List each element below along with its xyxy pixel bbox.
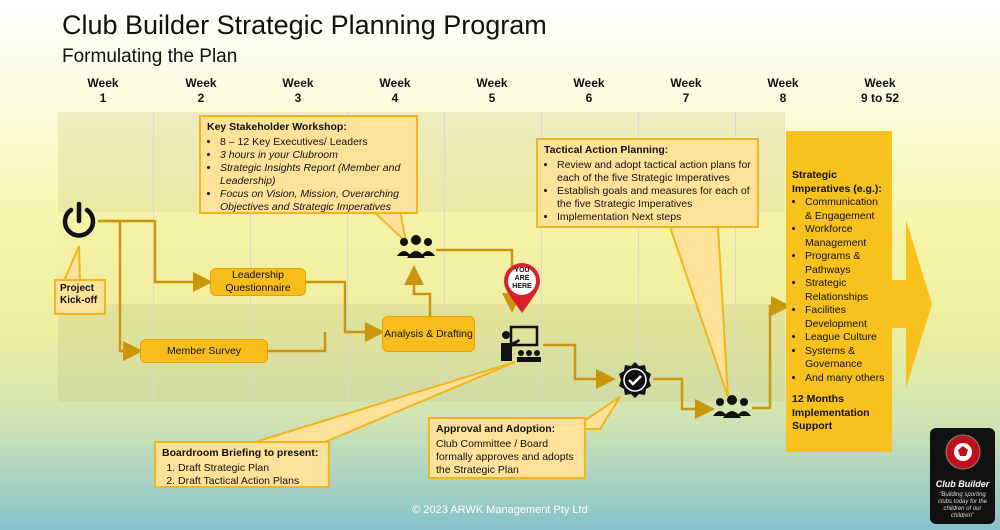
location-pin-icon: [504, 263, 540, 313]
connector-kickoff-leadership: [98, 219, 213, 292]
imperatives-title: Strategic Imperatives (e.g.):: [792, 169, 882, 195]
connector-workshop-presenter: [436, 248, 522, 313]
connector-team-imperatives: [752, 296, 791, 410]
page-subtitle: Formulating the Plan: [62, 46, 238, 67]
connector-kickoff-survey: [98, 219, 143, 361]
week-label: Week: [573, 76, 605, 90]
week-label: Week: [767, 76, 799, 90]
workshop-item: Focus on Vision, Mission, Overarching Ob…: [220, 188, 410, 214]
you-are-here-label: YOU ARE HERE: [510, 267, 534, 291]
kickoff-line2: Kick-off: [60, 295, 98, 306]
week-number: 6: [585, 91, 593, 105]
week-label: Week: [476, 76, 508, 90]
week-number: 8: [779, 91, 787, 105]
connector-leadership-analysis: [306, 280, 385, 342]
tactical-pointer: [668, 226, 729, 398]
club-builder-logo: Club Builder "Building sporting clubs to…: [930, 428, 995, 524]
week-number: 1: [99, 91, 107, 105]
week-number: 9 to 52: [860, 91, 899, 105]
analysis-drafting-step: Analysis & Drafting: [382, 316, 475, 352]
tactical-item: Review and adopt tactical action plans f…: [557, 159, 751, 185]
connector-presenter-approval: [543, 343, 616, 389]
imperative-item: Workforce Management: [805, 223, 886, 250]
tactical-item: Establish goals and measures for each of…: [557, 185, 751, 211]
week-number: 2: [197, 91, 205, 105]
week-divider: [250, 112, 251, 402]
week-divider: [735, 112, 736, 402]
implementation-support: 12 Months Implementation Support: [792, 393, 870, 432]
week-number: 4: [391, 91, 399, 105]
week-label: Week: [379, 76, 411, 90]
tactical-callout: Tactical Action Planning: Review and ado…: [536, 138, 759, 228]
logo-brand: Club Builder: [935, 479, 990, 489]
week-label: Week: [282, 76, 314, 90]
marker-line2: ARE: [514, 275, 530, 282]
kickoff-pointer: [62, 245, 82, 282]
approval-callout: Approval and Adoption: Club Committee / …: [428, 417, 586, 479]
imperative-item: Communication & Engagement: [805, 196, 886, 223]
logo-tagline: "Building sporting clubs today for the c…: [937, 492, 988, 519]
approval-text: Club Committee / Board formally approves…: [436, 438, 574, 476]
week-divider: [444, 112, 445, 402]
tactical-title: Tactical Action Planning:: [544, 144, 669, 156]
week-label: Week: [87, 76, 119, 90]
arrow-right-icon: [880, 220, 932, 388]
marker-line1: YOU: [514, 267, 530, 274]
strategic-imperatives-panel: Strategic Imperatives (e.g.): Communicat…: [786, 131, 892, 452]
marker-line3: HERE: [512, 283, 532, 290]
member-survey-step: Member Survey: [140, 339, 268, 363]
power-icon: [62, 201, 96, 238]
approval-badge-icon: [619, 362, 651, 398]
connector-analysis-workshop: [404, 265, 432, 318]
week-divider: [638, 112, 639, 402]
boardroom-callout: Boardroom Briefing to present: Draft Str…: [154, 441, 330, 488]
presenter-icon: [501, 325, 541, 362]
week-label: Week: [864, 76, 896, 90]
copyright-text: © 2023 ARWK Management Pty Ltd: [412, 504, 588, 516]
workshop-item: Strategic Insights Report (Member and Le…: [220, 162, 410, 188]
connector-survey-analysis: [268, 332, 327, 353]
approval-title: Approval and Adoption:: [436, 423, 556, 435]
workshop-title: Key Stakeholder Workshop:: [207, 121, 347, 133]
workshop-item: 8 – 12 Key Executives/ Leaders: [220, 136, 410, 149]
imperative-item: League Culture: [805, 331, 886, 345]
connector-approval-team: [653, 377, 715, 419]
boardroom-title: Boardroom Briefing to present:: [162, 447, 319, 459]
imperative-item: Systems & Governance: [805, 345, 886, 372]
week-divider: [541, 112, 542, 402]
week-divider: [153, 112, 154, 402]
week-label: Week: [670, 76, 702, 90]
workshop-callout: Key Stakeholder Workshop: 8 – 12 Key Exe…: [199, 115, 418, 214]
imperative-item: And many others: [805, 372, 886, 386]
imperative-item: Facilities Development: [805, 304, 886, 331]
boardroom-item: Draft Strategic Plan: [178, 462, 322, 475]
boardroom-item: Draft Tactical Action Plans: [178, 475, 322, 488]
workshop-item: 3 hours in your Clubroom: [220, 149, 410, 162]
week-number: 7: [682, 91, 690, 105]
soccer-ball-icon: [945, 434, 980, 470]
week-number: 3: [294, 91, 302, 105]
people-group-icon: [713, 395, 751, 418]
imperative-item: Strategic Relationships: [805, 277, 886, 304]
kickoff-line1: Project: [60, 283, 94, 294]
leadership-questionnaire-step: Leadership Questionnaire: [210, 268, 306, 296]
tactical-item: Implementation Next steps: [557, 211, 751, 224]
imperative-item: Programs & Pathways: [805, 250, 886, 277]
week-divider: [347, 112, 348, 402]
week-number: 5: [488, 91, 496, 105]
kickoff-callout: Project Kick-off: [54, 279, 106, 315]
people-group-icon: [397, 235, 435, 258]
page-title: Club Builder Strategic Planning Program: [62, 10, 547, 40]
week-label: Week: [185, 76, 217, 90]
